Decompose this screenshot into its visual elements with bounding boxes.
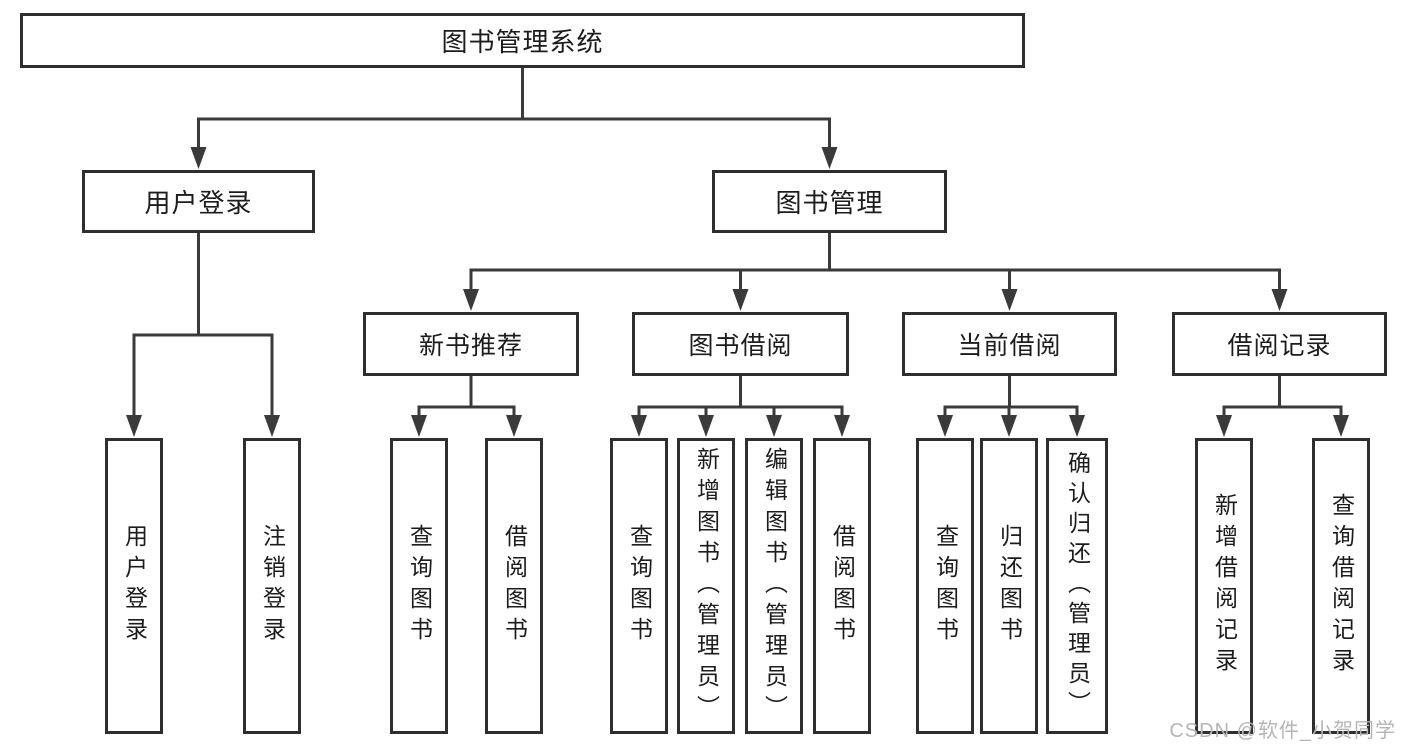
leaf-borrow-query-books: 查询图书 bbox=[610, 438, 668, 734]
node-new-book-rec: 新书推荐 bbox=[363, 312, 579, 376]
node-book-borrow: 图书借阅 bbox=[632, 312, 849, 376]
leaf-current-confirm-return: 确认归还（管理员） bbox=[1046, 438, 1108, 734]
leaf-user-login: 用户登录 bbox=[105, 438, 163, 734]
node-current-borrow: 当前借阅 bbox=[902, 312, 1117, 376]
leaf-logout: 注销登录 bbox=[243, 438, 301, 734]
connector-current-borrow-children bbox=[937, 376, 1085, 437]
leaf-current-query-books: 查询图书 bbox=[916, 438, 974, 734]
node-user-login: 用户登录 bbox=[82, 170, 315, 233]
node-book-mgmt: 图书管理 bbox=[712, 170, 947, 233]
leaf-newbook-query-books: 查询图书 bbox=[390, 438, 448, 734]
connector-root-to-level2 bbox=[190, 68, 838, 169]
csdn-watermark: CSDN @软件_小贺同学 bbox=[1169, 720, 1396, 742]
connector-new-book-rec-children bbox=[411, 376, 522, 437]
connector-borrow-records-children bbox=[1216, 376, 1349, 437]
connector-book-borrow-children bbox=[631, 376, 850, 437]
leaf-borrow-add-books: 新增图书（管理员） bbox=[677, 438, 735, 734]
leaf-borrow-edit-books: 编辑图书（管理员） bbox=[745, 438, 803, 734]
leaf-records-add-record: 新增借阅记录 bbox=[1195, 438, 1253, 734]
connector-book-mgmt-children bbox=[463, 233, 1288, 311]
connector-user-login-children bbox=[126, 233, 280, 437]
node-borrow-records: 借阅记录 bbox=[1172, 312, 1387, 376]
leaf-newbook-borrow-books: 借阅图书 bbox=[485, 438, 543, 734]
leaf-borrow-borrow-books: 借阅图书 bbox=[813, 438, 871, 734]
leaf-records-query-record: 查询借阅记录 bbox=[1312, 438, 1370, 734]
leaf-current-return-books: 归还图书 bbox=[980, 438, 1038, 734]
node-root: 图书管理系统 bbox=[20, 13, 1025, 68]
